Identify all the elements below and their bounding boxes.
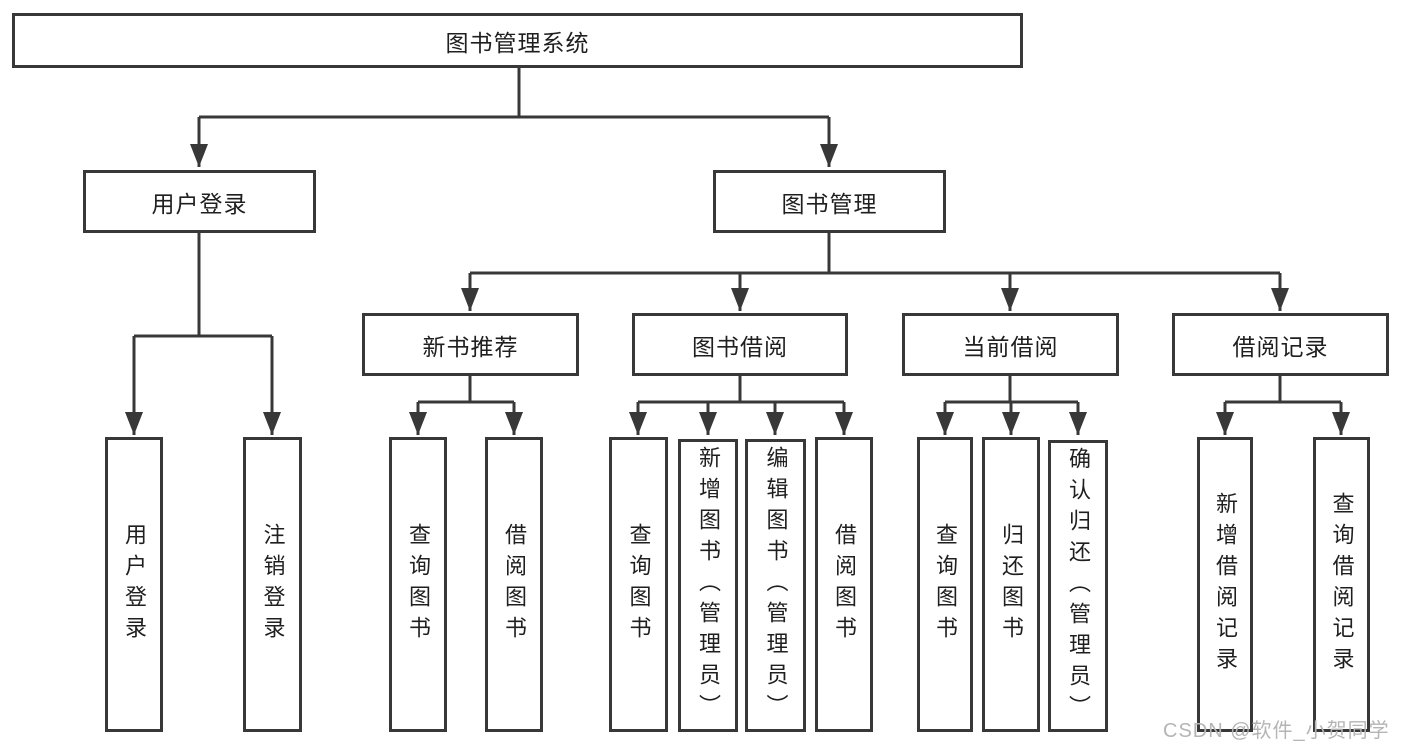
node-new-book-rec: 新书推荐 [362,313,579,376]
node-root: 图书管理系统 [12,13,1023,68]
node-leaf-user-login: 用户登录 [105,437,163,732]
node-leaf-return-book-label: 归还图书 [999,522,1024,647]
node-leaf-add-book-label: 新增图书（管理员） [696,446,721,725]
node-leaf-edit-book: 编辑图书（管理员） [745,439,806,732]
node-leaf-borrow-book-1-label: 借阅图书 [502,522,527,647]
node-user-login-label: 用户登录 [151,190,248,217]
node-leaf-query-book-2-label: 查询图书 [626,522,652,647]
node-user-login: 用户登录 [83,170,316,233]
node-leaf-query-book-3-label: 查询图书 [933,522,958,647]
node-book-borrow-label: 图书借阅 [692,333,788,360]
node-leaf-add-book: 新增图书（管理员） [678,439,738,732]
connector-arrow-stems [125,117,1350,435]
node-leaf-add-borrow-record-label: 新增借阅记录 [1213,491,1238,678]
node-book-mgmt-label: 图书管理 [781,190,878,217]
node-leaf-query-book-1: 查询图书 [389,437,447,732]
node-new-book-rec-label: 新书推荐 [422,333,519,360]
node-leaf-query-book-3: 查询图书 [917,437,973,732]
node-leaf-borrow-book-2: 借阅图书 [815,437,873,732]
node-current-borrow: 当前借阅 [902,313,1119,376]
node-leaf-borrow-book-1: 借阅图书 [485,437,543,732]
node-book-borrow: 图书借阅 [632,313,848,376]
node-leaf-edit-book-label: 编辑图书（管理员） [763,446,789,725]
node-current-borrow-label: 当前借阅 [962,333,1059,360]
node-borrow-records: 借阅记录 [1172,313,1389,376]
node-root-label: 图书管理系统 [445,29,590,56]
node-leaf-confirm-return-label: 确认归还（管理员） [1066,446,1091,726]
node-leaf-confirm-return: 确认归还（管理员） [1048,440,1108,732]
node-leaf-user-login-label: 用户登录 [122,522,147,647]
node-leaf-query-book-1-label: 查询图书 [406,522,431,647]
node-borrow-records-label: 借阅记录 [1232,333,1329,360]
node-leaf-query-book-2: 查询图书 [609,437,668,732]
node-leaf-query-borrow-record-label: 查询借阅记录 [1329,491,1355,678]
node-book-mgmt: 图书管理 [713,170,946,233]
node-leaf-borrow-book-2-label: 借阅图书 [832,522,857,647]
node-leaf-logout: 注销登录 [243,437,302,732]
node-leaf-add-borrow-record: 新增借阅记录 [1197,437,1253,732]
connector-trunk-paths [134,68,1341,404]
node-leaf-return-book: 归还图书 [982,437,1040,732]
watermark-text: CSDN @软件_小贺同学 [1163,720,1390,742]
node-leaf-query-borrow-record: 查询借阅记录 [1313,437,1370,732]
node-leaf-logout-label: 注销登录 [260,522,286,647]
